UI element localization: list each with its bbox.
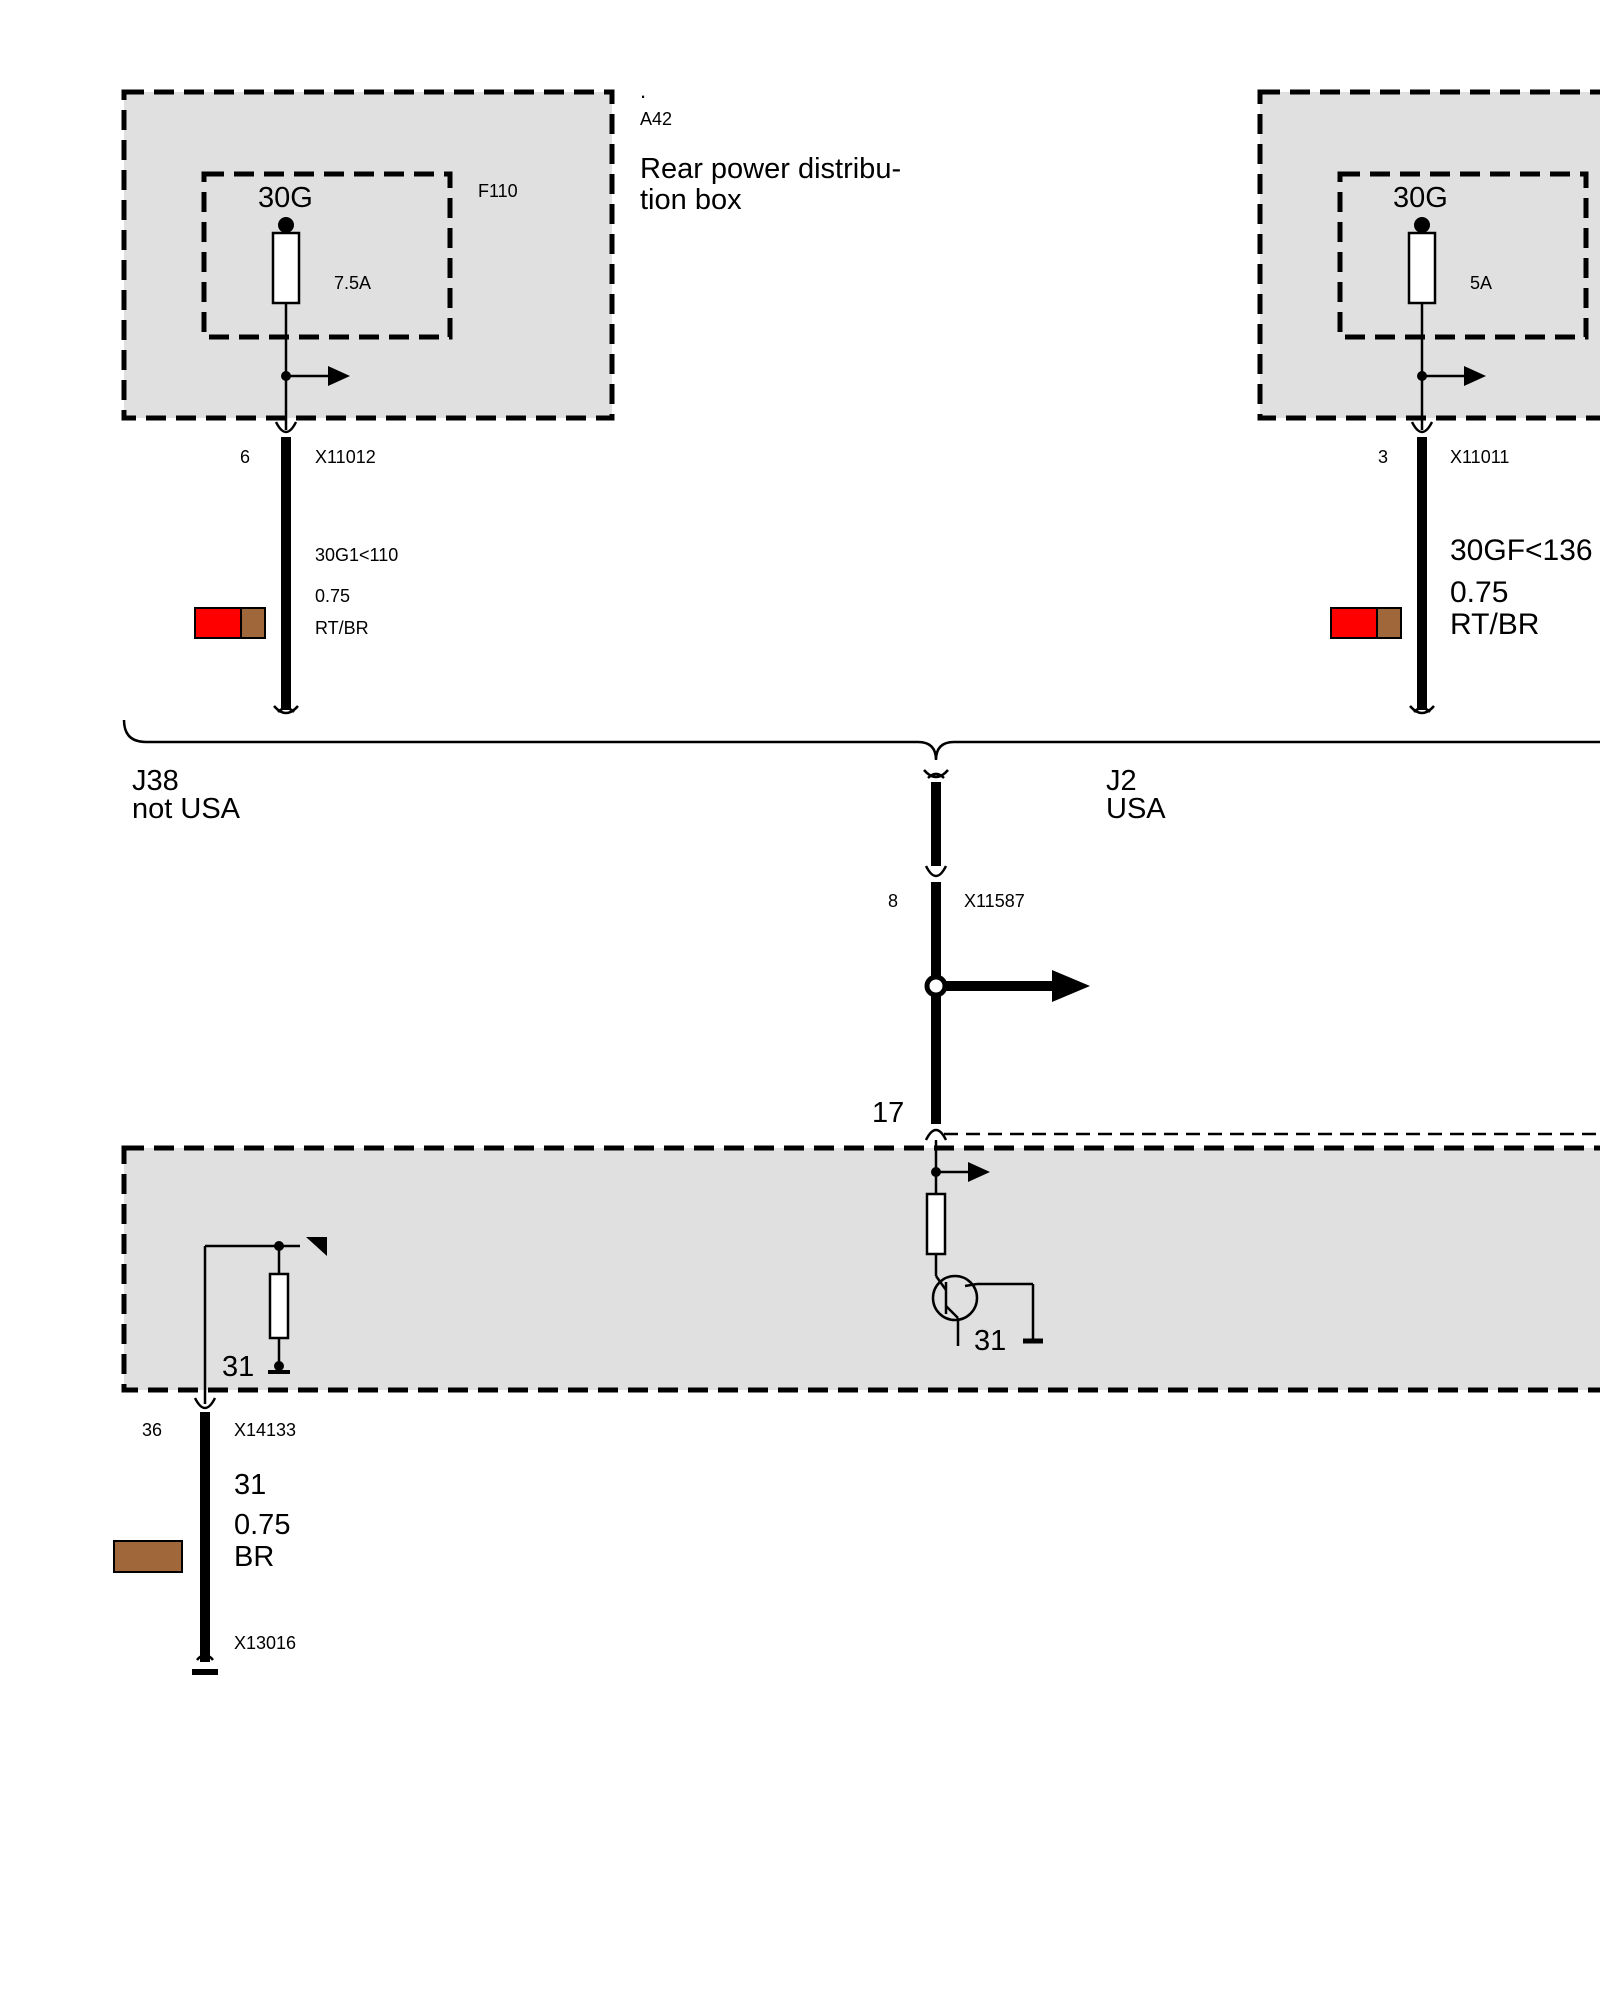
transistor-icon xyxy=(931,1274,979,1322)
pin-label-6: 6 xyxy=(240,447,250,467)
ground-label-right: 31 xyxy=(974,1325,1006,1357)
fuse-holder-right xyxy=(1337,171,1589,340)
wire-color-swatch-brown-right xyxy=(1376,607,1402,639)
connector-x11011-icon xyxy=(1410,421,1434,434)
fuse-right-icon xyxy=(1407,231,1437,305)
rear-power-distribution-box xyxy=(121,89,615,421)
wire-color-swatch-brown-bottom xyxy=(113,1540,183,1573)
connector-label-x13016: X13016 xyxy=(234,1633,296,1653)
splice-node xyxy=(924,974,948,998)
pin-label-3: 3 xyxy=(1378,447,1388,467)
connector-label-x11011: X11011 xyxy=(1450,447,1509,467)
connector-pin17-icon xyxy=(924,1128,948,1141)
connector-x11587-icon xyxy=(924,865,948,878)
component-name-line2: tion box xyxy=(640,184,742,216)
resistor-pullup-icon xyxy=(268,1272,290,1340)
control-module-box xyxy=(121,1145,1600,1393)
wire-name-bottom: 31 xyxy=(234,1469,266,1501)
pin-label-36: 36 xyxy=(142,1420,162,1440)
variant-code-right: J2 xyxy=(1106,765,1137,797)
module-pin-17: 17 xyxy=(872,1097,904,1129)
ground-connector-icon xyxy=(196,1653,214,1661)
arrow-right-large-icon xyxy=(1052,970,1090,1002)
wire-color-swatch-brown-left xyxy=(240,607,266,639)
wire-color-bottom: BR xyxy=(234,1541,274,1573)
wire-size-right: 0.75 xyxy=(1450,576,1508,609)
fuse-rating-left: 7.5A xyxy=(334,273,371,293)
resistor-module-icon xyxy=(925,1192,947,1256)
connector-start-middle-icon xyxy=(923,769,949,779)
dot-mark: . xyxy=(640,78,646,103)
fuse-id: F110 xyxy=(478,181,518,201)
ground-label-left: 31 xyxy=(222,1351,254,1383)
fuse-rating-right: 5A xyxy=(1470,273,1492,293)
connector-end-left-icon xyxy=(273,705,299,715)
variant-market-right: USA xyxy=(1106,793,1166,825)
connector-end-right-icon xyxy=(1409,705,1435,715)
component-name-line1: Rear power distribu- xyxy=(640,153,901,185)
wire-color-left: RT/BR xyxy=(315,618,369,638)
fuse-holder-f110 xyxy=(201,171,453,340)
pin-label-8: 8 xyxy=(888,891,898,911)
connector-x14133-icon xyxy=(193,1397,217,1410)
variant-brace xyxy=(122,719,1600,761)
terminal-label-left: 30G xyxy=(258,182,313,214)
component-id: A42 xyxy=(640,109,672,129)
connector-x11012-icon xyxy=(274,421,298,434)
variant-market-left: not USA xyxy=(132,793,241,825)
wire-color-swatch-red-left xyxy=(194,607,242,639)
wire-size-left: 0.75 xyxy=(315,586,350,606)
arrow-right-icon xyxy=(968,1162,990,1182)
wire-color-swatch-red-right xyxy=(1330,607,1378,639)
terminal-label-right: 30G xyxy=(1393,182,1448,214)
connector-label-x11587: X11587 xyxy=(964,891,1025,911)
wire-name-right: 30GF<136 xyxy=(1450,534,1593,567)
connector-label-x11012: X11012 xyxy=(315,447,376,467)
wire-color-right: RT/BR xyxy=(1450,608,1539,641)
variant-code-left: J38 xyxy=(132,765,179,797)
arrow-right-icon xyxy=(1464,366,1486,386)
fuse-f110-icon xyxy=(271,231,301,305)
arrow-right-icon xyxy=(328,366,350,386)
wire-name-left: 30G1<110 xyxy=(315,545,398,565)
arrow-left-icon xyxy=(306,1237,327,1256)
wire-size-bottom: 0.75 xyxy=(234,1509,290,1541)
connector-label-x14133: X14133 xyxy=(234,1420,296,1440)
